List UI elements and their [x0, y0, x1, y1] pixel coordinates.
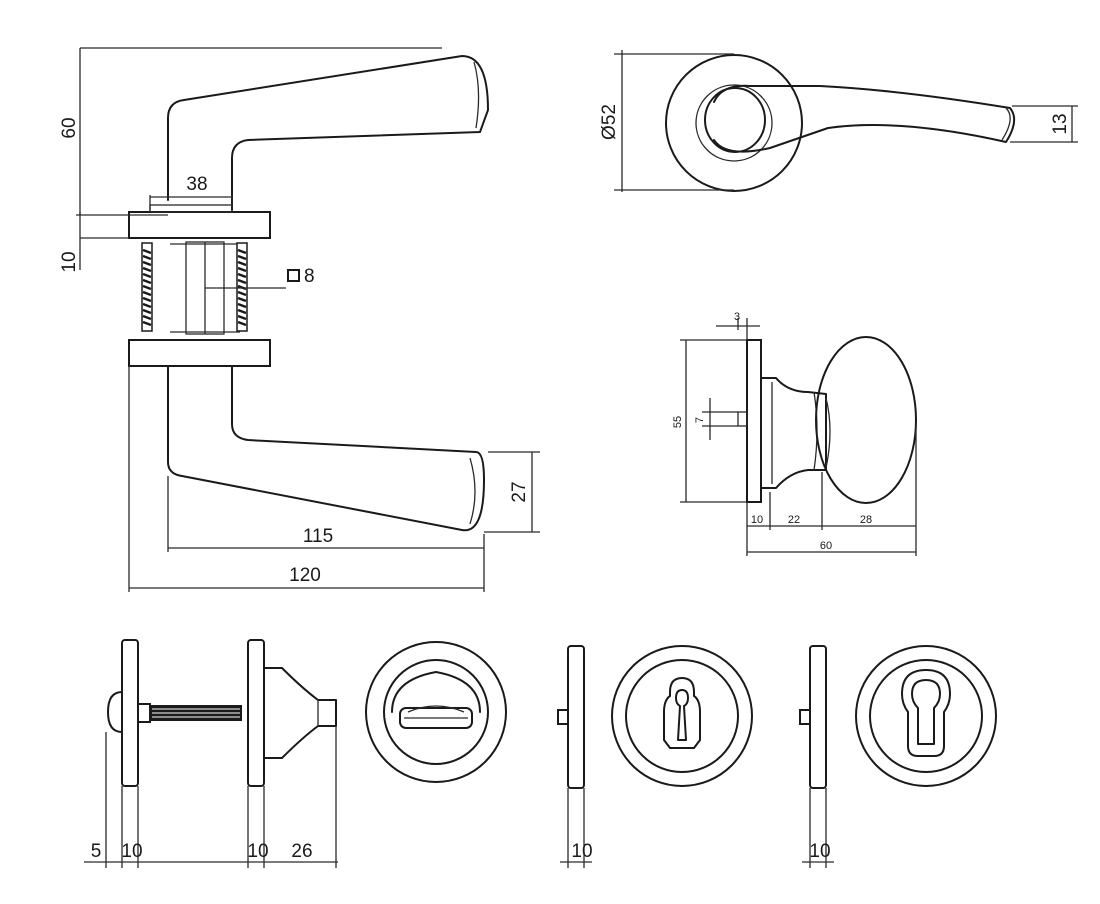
- dim-22: 22: [788, 514, 800, 526]
- right-screw: [236, 242, 248, 332]
- knob-neck: [760, 377, 827, 489]
- dim-55: 55: [672, 416, 684, 428]
- lever-side-view: 60 38 10 8 27 115 120: [59, 47, 540, 592]
- left-screw: [141, 242, 153, 332]
- turn-rose-front: [365, 641, 507, 783]
- dim-square-8: 8: [304, 266, 315, 287]
- knob-head: [815, 336, 917, 504]
- lower-lever: [167, 365, 485, 532]
- euro-cylinder-outer: [901, 669, 951, 757]
- lower-rose: [128, 339, 271, 367]
- top-lever: [713, 84, 1016, 153]
- dim-60-knob: 60: [820, 540, 832, 552]
- cylinder-rose-front: [855, 645, 997, 787]
- release-button: [107, 691, 123, 733]
- dim-10-plate: 10: [751, 514, 763, 526]
- knob-side-view: 3 55 7 10 22 28 60: [672, 311, 917, 556]
- dim-3: 3: [734, 311, 740, 323]
- key-rose-side: 10: [557, 645, 593, 868]
- dim-10: 10: [59, 251, 80, 272]
- cylinder-rose-side: 10: [799, 645, 834, 868]
- dim-10-cylinder: 10: [809, 841, 830, 862]
- dim-38: 38: [186, 174, 207, 195]
- turn-knob: [263, 667, 337, 759]
- dim-7: 7: [694, 417, 706, 423]
- keyhole-escutcheon: [663, 677, 701, 749]
- left-rose-plate: [121, 639, 139, 787]
- key-rose-front: [611, 645, 753, 787]
- upper-rose: [128, 211, 271, 239]
- turn-release-side-view: 5 10 10 26: [84, 639, 338, 868]
- knob-rose-plate: [746, 339, 762, 503]
- rose-outer-circle: [665, 54, 803, 192]
- upper-lever: [167, 55, 489, 211]
- keyhole: [675, 689, 689, 741]
- square-spindle-icon: [287, 269, 300, 282]
- dim-26: 26: [291, 841, 312, 862]
- dim-28: 28: [860, 514, 872, 526]
- dim-120: 120: [289, 565, 321, 586]
- dim-27: 27: [509, 481, 530, 502]
- dim-5: 5: [91, 841, 102, 862]
- dim-115: 115: [303, 526, 333, 547]
- right-rose-plate: [247, 639, 265, 787]
- dim-10-right: 10: [247, 841, 268, 862]
- dim-diameter-52: Ø52: [599, 104, 620, 140]
- dim-10-left: 10: [121, 841, 142, 862]
- dim-13: 13: [1050, 113, 1071, 134]
- dim-10-key: 10: [571, 841, 592, 862]
- lever-top-view: Ø52 13: [599, 50, 1078, 192]
- euro-cylinder-inner: [911, 679, 941, 745]
- dim-60: 60: [59, 117, 80, 138]
